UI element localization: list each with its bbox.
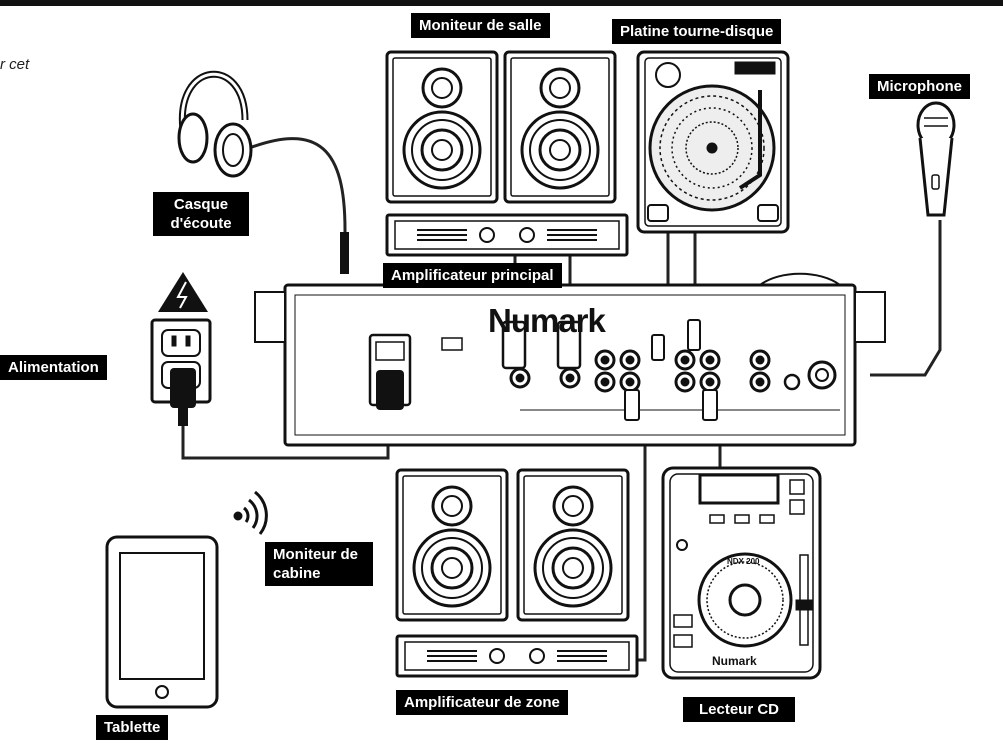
headphone-cable — [243, 137, 347, 270]
label-room-monitor: Moniteur de salle — [411, 13, 550, 38]
tablet-icon — [105, 535, 219, 709]
microphone-icon — [916, 101, 956, 217]
label-zone-amp: Amplificateur de zone — [396, 690, 568, 715]
zone-amplifier-icon — [395, 634, 639, 678]
intro-fragment: r cet — [0, 56, 30, 73]
turntable-icon — [636, 50, 790, 234]
cd-model-label: NDX 200 — [727, 557, 760, 566]
headphones-icon — [177, 70, 349, 274]
label-power: Alimentation — [0, 355, 107, 380]
top-rule — [0, 0, 1003, 6]
room-monitor-speaker-left-icon — [385, 50, 499, 204]
label-headphones: Casque d'écoute — [153, 192, 249, 236]
mic-cable — [870, 220, 942, 377]
plug-icon — [170, 368, 404, 426]
room-monitor-speaker-right-icon — [503, 50, 617, 204]
label-tablet: Tablette — [96, 715, 169, 740]
booth-monitor-speaker-right-icon — [516, 468, 630, 622]
zone-amp-cable — [630, 420, 647, 662]
cd-brand-logo: Numark — [712, 654, 757, 668]
label-main-amp: Amplificateur principal — [383, 263, 562, 288]
label-turntable: Platine tourne-disque — [612, 19, 782, 44]
booth-monitor-speaker-left-icon — [395, 468, 509, 622]
warning-icon — [158, 272, 208, 312]
mixer-icon — [254, 272, 886, 447]
mixer-brand-logo: Numark — [488, 302, 606, 339]
label-cd-player: Lecteur CD — [683, 697, 796, 722]
cd-player-icon — [661, 466, 822, 680]
main-amplifier-icon — [385, 213, 629, 257]
wireless-icon — [233, 490, 268, 535]
label-booth-monitor: Moniteur de cabine — [265, 542, 373, 586]
label-microphone: Microphone — [869, 74, 970, 99]
